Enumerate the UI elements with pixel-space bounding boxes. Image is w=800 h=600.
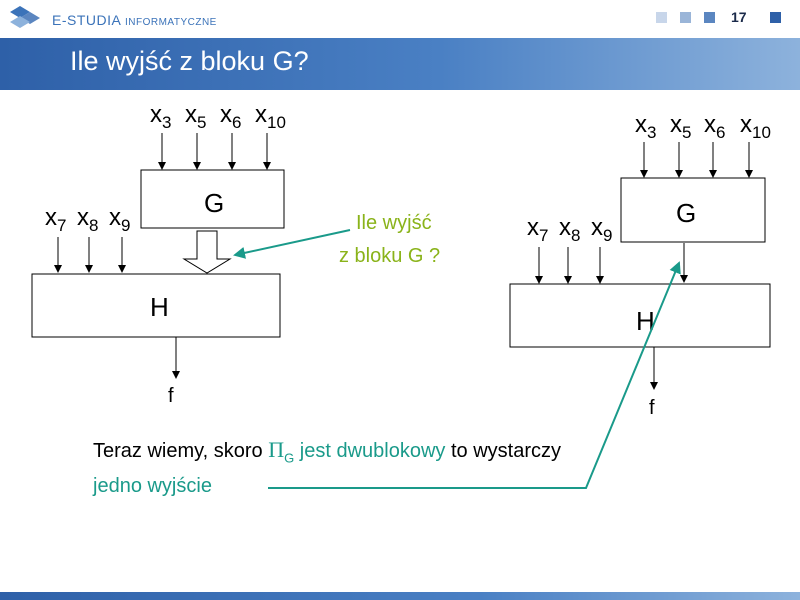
callout-line-1: Ile wyjść xyxy=(356,212,432,234)
header-bar: E-STUDIA INFORMATYCZNE 17 xyxy=(0,0,800,36)
right-top-input-1: x3 xyxy=(635,111,656,142)
callout-line-2: z bloku G ? xyxy=(339,245,440,267)
left-block-g xyxy=(140,169,285,229)
deco-square-2 xyxy=(680,12,691,23)
footnote: Teraz wiemy, skoro ΠG jest dwublokowy to… xyxy=(93,436,753,500)
left-side-input-1: x7 xyxy=(45,204,66,235)
left-side-input-2: x8 xyxy=(77,204,98,235)
logo: E-STUDIA INFORMATYCZNE xyxy=(6,4,236,32)
footnote-part-1: Teraz wiemy, skoro xyxy=(93,440,269,462)
logo-sub: INFORMATYCZNE xyxy=(124,17,217,28)
page-number: 17 xyxy=(731,9,747,25)
right-side-input-1: x7 xyxy=(527,214,548,245)
footnote-part-3: to wystarczy xyxy=(445,440,562,462)
right-block-g xyxy=(620,177,766,243)
slide-title: Ile wyjść z bloku G? xyxy=(70,46,309,76)
left-block-g-label: G xyxy=(204,188,224,218)
left-block-h xyxy=(31,273,281,338)
footnote-part-4: jedno wyjście xyxy=(93,475,212,498)
logo-main: E-STUDIA xyxy=(52,12,121,28)
right-diagram: x3 x5 x6 x10 G x7 x8 x9 H f xyxy=(509,111,771,419)
right-output-label: f xyxy=(649,397,655,419)
footnote-pointer-arrow xyxy=(268,261,681,489)
right-top-input-3: x6 xyxy=(704,111,725,142)
right-top-input-4: x10 xyxy=(740,111,771,142)
right-block-h xyxy=(509,283,771,348)
right-top-input-2: x5 xyxy=(670,111,691,142)
left-top-input-4: x10 xyxy=(255,101,286,132)
deco-square-3 xyxy=(704,12,715,23)
left-top-input-3: x6 xyxy=(220,101,241,132)
left-top-input-1: x3 xyxy=(150,101,171,132)
right-block-g-label: G xyxy=(676,198,696,228)
left-top-input-2: x5 xyxy=(185,101,206,132)
left-thick-arrow xyxy=(182,230,232,274)
left-side-input-3: x9 xyxy=(109,204,130,235)
deco-square-1 xyxy=(656,12,667,23)
title-band: Ile wyjść z bloku G? xyxy=(0,38,800,90)
left-diagram: x3 x5 x6 x10 G x7 x8 x9 H f xyxy=(31,101,286,407)
right-side-input-2: x8 xyxy=(559,214,580,245)
left-output-label: f xyxy=(168,385,174,407)
callout-pointer-arrow xyxy=(233,229,351,259)
logo-icon xyxy=(10,6,40,28)
footnote-part-2: jest dwublokowy xyxy=(294,440,446,462)
deco-square-4 xyxy=(770,12,781,23)
right-block-h-label: H xyxy=(636,306,655,336)
pi-symbol: ΠG xyxy=(268,437,295,466)
logo-text: E-STUDIA INFORMATYCZNE xyxy=(52,12,217,28)
right-side-input-3: x9 xyxy=(591,214,612,245)
left-block-h-label: H xyxy=(150,292,169,322)
footer-bar xyxy=(0,592,800,600)
